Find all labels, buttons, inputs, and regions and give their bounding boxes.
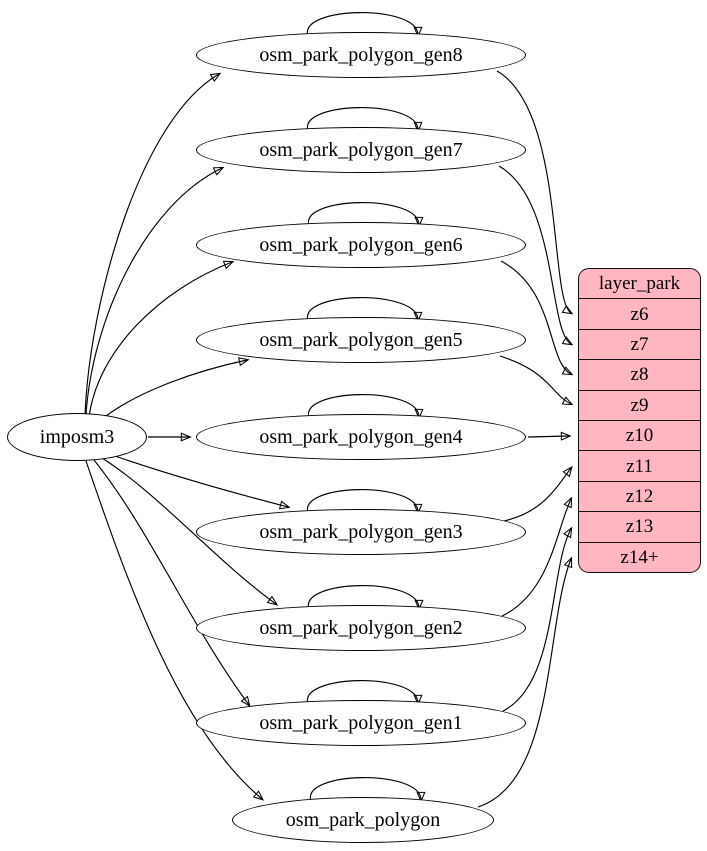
node-osm-park-polygon-gen1: osm_park_polygon_gen1 <box>196 700 526 746</box>
edge-imposm3-to-osm_park_polygon_gen2 <box>101 457 276 604</box>
edge-osm_park_polygon_gen5-to-osm_park_polygon_gen5 <box>307 297 418 321</box>
edge-imposm3-to-osm_park_polygon <box>85 460 262 799</box>
record-row-z13: z13 <box>579 511 700 541</box>
edge-osm_park_polygon_gen6-to-osm_park_polygon_gen6 <box>308 202 419 226</box>
node-label: osm_park_polygon_gen1 <box>259 712 463 734</box>
record-row-z8: z8 <box>579 359 700 389</box>
record-row-z9: z9 <box>579 389 700 420</box>
edge-imposm3-to-osm_park_polygon_gen5 <box>99 360 247 422</box>
record-row-z12: z12 <box>579 480 700 511</box>
edge-osm_park_polygon_gen2-to-layer_park-z12 <box>501 499 571 617</box>
edge-osm_park_polygon_gen1-to-osm_park_polygon_gen1 <box>307 680 418 704</box>
edge-osm_park_polygon_gen3-to-osm_park_polygon_gen3 <box>307 489 418 513</box>
edge-osm_park_polygon-to-osm_park_polygon <box>310 777 421 801</box>
node-label: osm_park_polygon_gen4 <box>259 426 463 448</box>
record-row-z10: z10 <box>579 420 700 450</box>
record-row-z14: z14+ <box>579 541 700 572</box>
node-osm-park-polygon-gen6: osm_park_polygon_gen6 <box>196 222 526 268</box>
edge-osm_park_polygon_gen2-to-osm_park_polygon_gen2 <box>308 585 419 609</box>
edge-osm_park_polygon_gen8-to-layer_park-z6 <box>496 70 571 313</box>
node-label: osm_park_polygon_gen7 <box>259 139 463 161</box>
edge-osm_park_polygon_gen4-to-osm_park_polygon_gen4 <box>308 394 419 418</box>
edge-osm_park_polygon_gen4-to-layer_park-z10 <box>527 436 569 437</box>
node-osm-park-polygon-gen4: osm_park_polygon_gen4 <box>196 414 526 460</box>
node-osm-park-polygon-gen3: osm_park_polygon_gen3 <box>196 509 526 555</box>
edge-osm_park_polygon_gen7-to-layer_park-z7 <box>498 165 571 344</box>
edge-imposm3-to-osm_park_polygon_gen3 <box>111 454 288 507</box>
node-imposm3: imposm3 <box>7 413 147 461</box>
edge-osm_park_polygon-to-layer_park-z14+ <box>477 559 571 808</box>
edge-osm_park_polygon_gen8-to-osm_park_polygon_gen8 <box>307 12 418 36</box>
node-label: osm_park_polygon_gen6 <box>259 234 463 256</box>
record-header: layer_park <box>598 273 681 295</box>
node-osm-park-polygon: osm_park_polygon <box>232 797 494 843</box>
node-label: osm_park_polygon_gen5 <box>259 329 463 351</box>
record-row-z11: z11 <box>579 450 700 480</box>
layer-park-record: layer_park z6 z7 z8 z9 z10 z11 z12 z13 z… <box>578 268 701 573</box>
edge-imposm3-to-osm_park_polygon_gen6 <box>88 262 232 418</box>
node-label: osm_park_polygon <box>285 809 441 831</box>
node-label: osm_park_polygon_gen8 <box>259 44 463 66</box>
edge-osm_park_polygon_gen6-to-layer_park-z8 <box>500 260 571 374</box>
node-osm-park-polygon-gen7: osm_park_polygon_gen7 <box>196 127 526 173</box>
edge-osm_park_polygon_gen3-to-layer_park-z11 <box>503 468 571 522</box>
node-osm-park-polygon-gen8: osm_park_polygon_gen8 <box>196 32 526 78</box>
edge-imposm3-to-osm_park_polygon_gen1 <box>93 459 249 705</box>
edge-osm_park_polygon_gen1-to-layer_park-z13 <box>502 529 571 712</box>
edge-imposm3-to-osm_park_polygon_gen7 <box>85 168 222 416</box>
edge-osm_park_polygon_gen5-to-layer_park-z9 <box>499 355 571 404</box>
record-row-z6: z6 <box>579 298 700 328</box>
node-label: osm_park_polygon_gen2 <box>259 617 463 639</box>
node-osm-park-polygon-gen5: osm_park_polygon_gen5 <box>196 317 526 363</box>
node-imposm3-label: imposm3 <box>39 426 115 448</box>
edge-osm_park_polygon_gen7-to-osm_park_polygon_gen7 <box>307 107 418 131</box>
edge-imposm3-to-osm_park_polygon_gen8 <box>84 74 219 415</box>
node-label: osm_park_polygon_gen3 <box>259 521 463 543</box>
node-osm-park-polygon-gen2: osm_park_polygon_gen2 <box>196 605 526 651</box>
record-row-z7: z7 <box>579 328 700 359</box>
